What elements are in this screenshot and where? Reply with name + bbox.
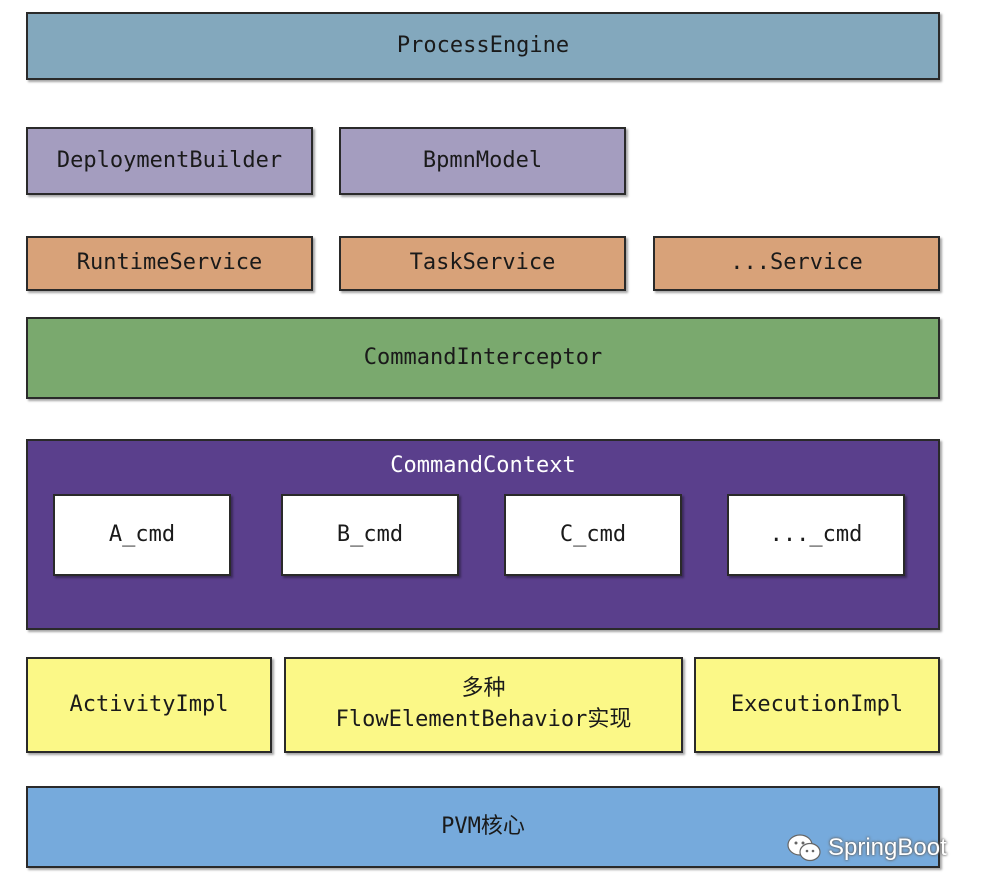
pvm-core-box: PVM核心 bbox=[26, 786, 940, 868]
command-interceptor-label: CommandInterceptor bbox=[363, 344, 603, 370]
watermark: SpringBoot bbox=[786, 830, 947, 866]
flow-element-behavior-box: 多种 FlowElementBehavior实现 bbox=[284, 657, 683, 753]
flow-element-behavior-line1: 多种 bbox=[461, 676, 506, 702]
other-cmd-box: ..._cmd bbox=[727, 494, 905, 576]
wechat-icon bbox=[787, 834, 821, 862]
a-cmd-label: A_cmd bbox=[108, 521, 176, 547]
other-service-box: ...Service bbox=[653, 236, 940, 291]
activity-impl-label: ActivityImpl bbox=[69, 691, 229, 717]
c-cmd-label: C_cmd bbox=[559, 521, 627, 547]
bpmn-model-label: BpmnModel bbox=[422, 147, 543, 173]
task-service-label: TaskService bbox=[409, 250, 556, 276]
runtime-service-label: RuntimeService bbox=[76, 250, 263, 276]
execution-impl-label: ExecutionImpl bbox=[730, 691, 904, 717]
process-engine-box: ProcessEngine bbox=[26, 12, 940, 80]
watermark-text: SpringBoot bbox=[828, 834, 947, 861]
task-service-box: TaskService bbox=[339, 236, 626, 291]
deployment-builder-box: DeploymentBuilder bbox=[26, 127, 313, 195]
c-cmd-box: C_cmd bbox=[504, 494, 682, 576]
bpmn-model-box: BpmnModel bbox=[339, 127, 626, 195]
command-context-title: CommandContext bbox=[390, 453, 576, 478]
process-engine-label: ProcessEngine bbox=[396, 32, 570, 58]
other-service-label: ...Service bbox=[730, 250, 863, 276]
activity-impl-box: ActivityImpl bbox=[26, 657, 272, 753]
a-cmd-box: A_cmd bbox=[53, 494, 231, 576]
command-interceptor-box: CommandInterceptor bbox=[26, 317, 940, 399]
flow-element-behavior-line2: FlowElementBehavior实现 bbox=[335, 707, 632, 732]
pvm-core-label: PVM核心 bbox=[441, 813, 525, 839]
execution-impl-box: ExecutionImpl bbox=[694, 657, 940, 753]
b-cmd-box: B_cmd bbox=[281, 494, 459, 576]
deployment-builder-label: DeploymentBuilder bbox=[56, 147, 283, 173]
runtime-service-box: RuntimeService bbox=[26, 236, 313, 291]
b-cmd-label: B_cmd bbox=[336, 521, 404, 547]
other-cmd-label: ..._cmd bbox=[769, 521, 863, 547]
